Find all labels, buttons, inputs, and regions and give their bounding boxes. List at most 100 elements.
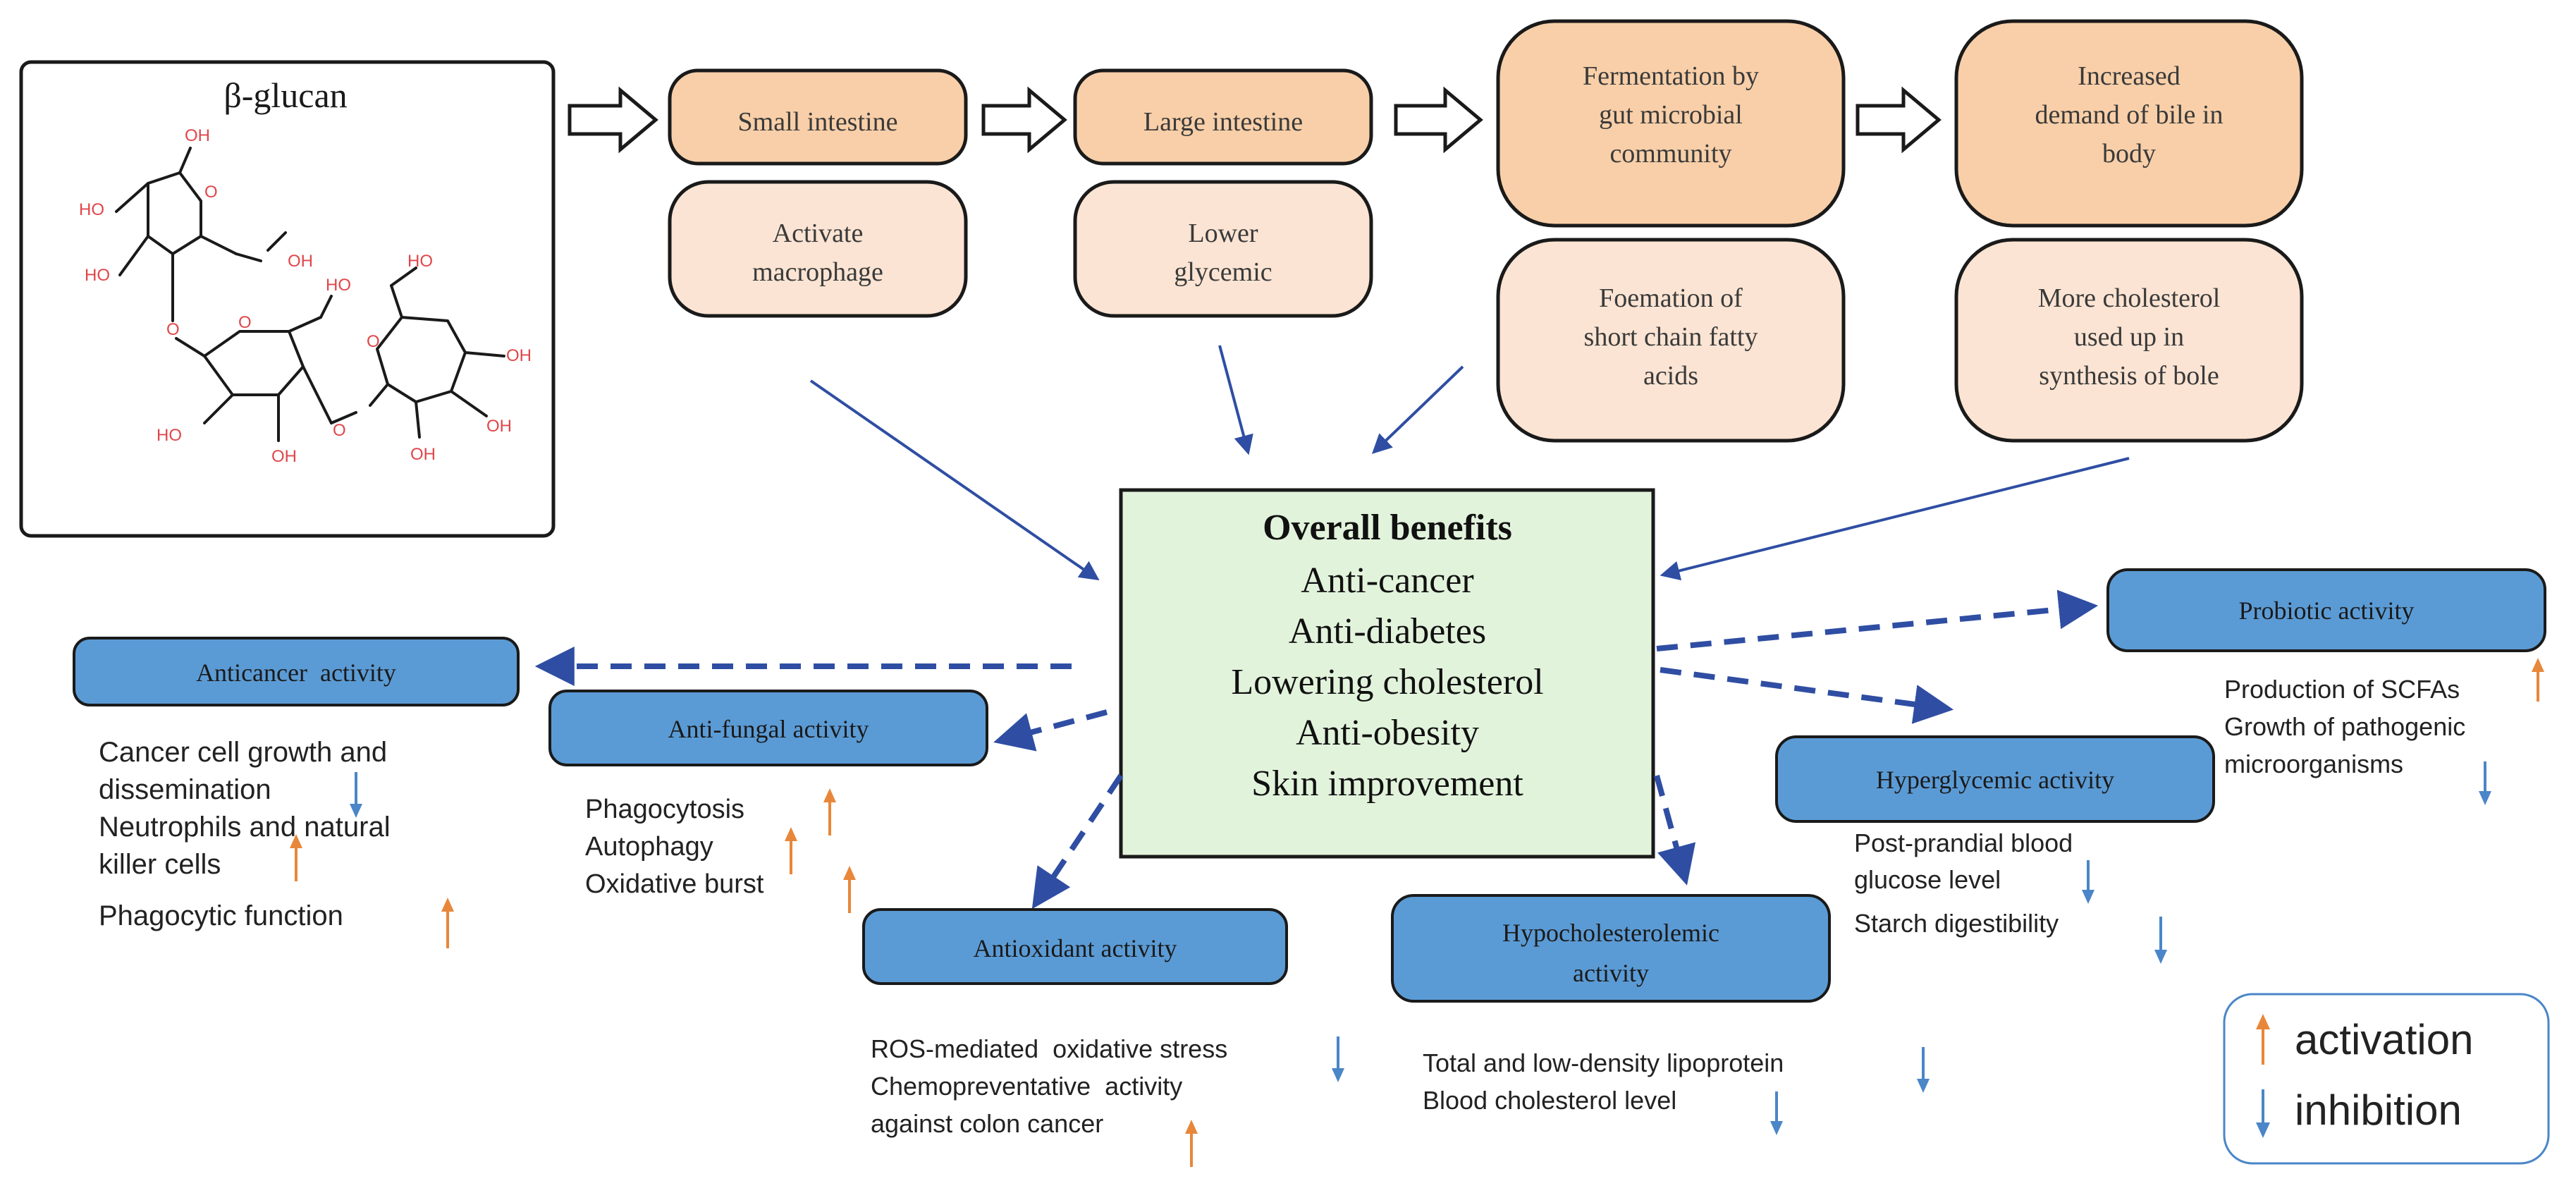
svg-text:HO: HO (79, 200, 104, 219)
svg-text:OH: OH (486, 417, 512, 436)
svg-text:O: O (333, 421, 346, 440)
molecule-structure-icon (115, 147, 505, 442)
svg-text:Blood cholesterol level: Blood cholesterol level (1423, 1086, 1676, 1115)
activation-arrowhead (441, 898, 454, 912)
outflow-arrow-icon (1654, 774, 1696, 886)
svg-text:gut microbial: gut microbial (1599, 100, 1743, 130)
svg-text:Small intestine: Small intestine (738, 107, 898, 137)
beta-glucan-panel: β-glucan (19, 60, 556, 538)
effects-antioxidant: ROS-mediated oxidative stress Chemopreve… (871, 1034, 1344, 1167)
activation-arrowhead (290, 834, 302, 848)
inhibition-arrowhead (2154, 950, 2167, 964)
inflow-arrow-icon (1371, 365, 1464, 454)
svg-text:OH: OH (271, 447, 297, 466)
svg-text:O: O (238, 313, 252, 332)
svg-text:Oxidative burst: Oxidative burst (585, 869, 764, 899)
inflow-arrows (809, 345, 2130, 581)
svg-text:Anti-fungal activity: Anti-fungal activity (668, 715, 869, 743)
benefit-item: Anti-diabetes (1289, 611, 1486, 651)
svg-text:Large intestine: Large intestine (1143, 107, 1303, 137)
legend-frame (2223, 993, 2550, 1165)
activity-pill (73, 637, 520, 706)
benefit-item: Anti-cancer (1301, 561, 1473, 601)
inflow-arrow-icon (809, 379, 1100, 581)
activity-antifungal: Anti-fungal activity (548, 690, 988, 766)
svg-text:Autophagy: Autophagy (585, 832, 713, 862)
activity-pill (1391, 894, 1831, 1003)
activity-pill (1775, 735, 2215, 823)
outflow-arrow-icon (993, 709, 1108, 752)
svg-text:Post-prandial blood: Post-prandial blood (1854, 828, 2073, 857)
stage-bottom-box (1496, 238, 1846, 443)
effects-hypocholesterolemic: Total and low-density lipoprotein Blood … (1423, 1047, 1930, 1135)
activation-arrowhead (2532, 658, 2544, 672)
flow-arrows (568, 86, 1942, 154)
svg-text:Starch digestibility: Starch digestibility (1854, 909, 2059, 938)
svg-text:HO: HO (85, 266, 110, 285)
benefit-item: Anti-obesity (1296, 713, 1479, 753)
svg-text:Phagocytosis: Phagocytosis (585, 795, 744, 824)
outflow-arrow-icon (1656, 589, 2099, 651)
svg-text:synthesis of bole: synthesis of bole (2039, 361, 2219, 391)
svg-text:HO: HO (157, 426, 182, 445)
inhibition-arrowhead (1917, 1079, 1930, 1093)
activation-arrowhead (823, 788, 836, 802)
svg-text:community: community (1609, 139, 1731, 169)
stage-fermentation: Fermentation by gut microbial community … (1496, 19, 1846, 443)
svg-text:microorganisms: microorganisms (2224, 749, 2403, 778)
inflow-arrow-icon (1218, 345, 1253, 455)
svg-text:short chain fatty: short chain fatty (1584, 322, 1758, 352)
svg-text:Cancer cell growth and: Cancer cell growth and (99, 737, 387, 768)
svg-text:acids: acids (1643, 361, 1698, 391)
activity-hyperglycemic: Hyperglycemic activity (1775, 735, 2215, 823)
effects-hyperglycemic: Post-prandial blood glucose level Starch… (1854, 828, 2167, 964)
svg-text:dissemination: dissemination (99, 774, 271, 805)
activity-hypocholesterolemic: Hypocholesterolemic activity (1391, 894, 1831, 1003)
stage-small-intestine: Small intestine Activate macrophage (668, 68, 968, 318)
svg-text:O: O (166, 320, 180, 339)
svg-text:killer cells: killer cells (99, 849, 221, 880)
svg-text:Activate: Activate (773, 219, 864, 248)
svg-text:OH: OH (185, 126, 210, 145)
activation-arrowhead (1185, 1120, 1198, 1134)
benefits-heading: Overall benefits (1263, 508, 1512, 548)
inhibition-arrowhead (350, 804, 362, 818)
svg-text:HO: HO (407, 252, 433, 271)
benefit-item: Skin improvement (1251, 764, 1523, 804)
outflow-arrow-icon (1031, 773, 1124, 910)
activity-pill (862, 908, 1288, 985)
svg-text:demand of bile in: demand of bile in (2035, 100, 2224, 130)
activation-arrowhead (785, 827, 797, 841)
legend-activation-label: activation (2295, 1016, 2473, 1063)
outflow-arrows (534, 589, 2099, 910)
svg-text:Anticancer activity: Anticancer activity (196, 659, 396, 687)
svg-text:Neutrophils and natural: Neutrophils and natural (99, 812, 391, 843)
svg-text:Lower: Lower (1188, 219, 1258, 248)
inhibition-legend-arrowhead (2256, 1122, 2270, 1138)
svg-text:ROS-mediated oxidative stress: ROS-mediated oxidative stress (871, 1034, 1227, 1063)
flow-arrow-icon (1856, 86, 1942, 154)
stage-bottom-box (668, 180, 968, 318)
effects-anticancer: Cancer cell growth and dissemination Neu… (99, 737, 454, 948)
inhibition-arrowhead (1332, 1068, 1344, 1082)
svg-text:Phagocytic function: Phagocytic function (99, 900, 343, 931)
svg-text:glucose level: glucose level (1854, 865, 2001, 894)
svg-text:OH: OH (506, 346, 532, 365)
inhibition-arrowhead (2082, 890, 2094, 904)
stage-bile-demand: Increased demand of bile in body More ch… (1954, 19, 2304, 443)
svg-text:Foemation of: Foemation of (1599, 283, 1743, 313)
svg-text:Production of SCFAs: Production of SCFAs (2224, 675, 2460, 704)
flow-arrow-icon (981, 86, 1067, 154)
svg-text:Hyperglycemic activity: Hyperglycemic activity (1876, 766, 2114, 794)
svg-text:activity: activity (1573, 959, 1649, 987)
legend-inhibition-label: inhibition (2295, 1087, 2462, 1134)
svg-text:Chemopreventative activity: Chemopreventative activity (871, 1072, 1182, 1101)
svg-text:used up in: used up in (2074, 322, 2184, 352)
activity-anticancer: Anticancer activity (73, 637, 520, 706)
stage-top-box (1073, 68, 1373, 166)
activation-arrowhead (843, 866, 856, 880)
overall-benefits: Overall benefits Anti-cancer Anti-diabet… (1119, 488, 1655, 859)
svg-text:More cholesterol: More cholesterol (2038, 283, 2221, 313)
svg-text:glycemic: glycemic (1174, 257, 1272, 287)
svg-text:Increased: Increased (2078, 61, 2181, 91)
